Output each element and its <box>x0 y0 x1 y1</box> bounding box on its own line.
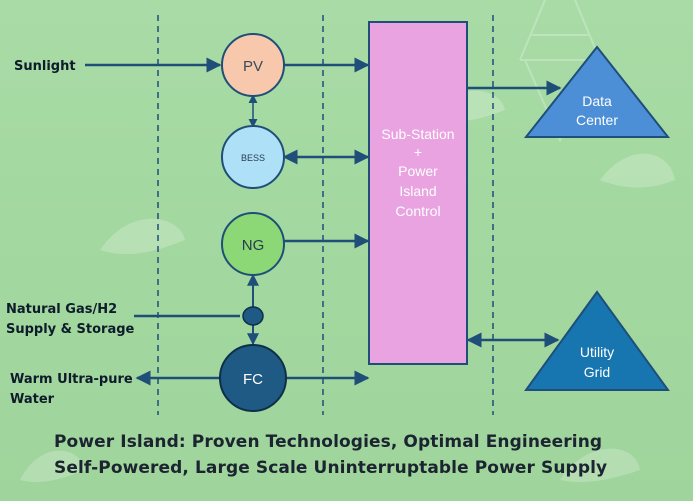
gas-supply-label-line1: Natural Gas/H2 <box>6 302 117 317</box>
fc-node: FC <box>219 344 287 412</box>
connectors <box>85 57 562 386</box>
utility-grid-label-line1: Utility <box>580 344 614 360</box>
substation-label-line1: Sub-Station <box>381 126 454 142</box>
leaf-icon <box>560 448 640 482</box>
substation-label-line4: Island <box>399 183 436 199</box>
fc-label: FC <box>243 371 263 388</box>
tower-outline-icon <box>519 0 601 143</box>
caption-line2: Self-Powered, Large Scale Uninterruptabl… <box>54 458 608 478</box>
ng-node: NG <box>221 212 285 276</box>
gas-supply-label-line2: Supply & Storage <box>6 322 135 337</box>
bess-node: BESS <box>221 125 285 189</box>
pv-label: PV <box>243 58 263 75</box>
substation-label-line5: Control <box>395 203 440 219</box>
data-center-node: Data Center <box>523 45 671 138</box>
substation-label-line2: + <box>414 144 422 160</box>
leaf-icon <box>20 450 85 482</box>
water-label-line1: Warm Ultra-pure <box>10 372 133 387</box>
water-label-line2: Water <box>10 392 55 407</box>
data-center-label-line1: Data <box>582 93 612 109</box>
bess-label: BESS <box>241 153 265 163</box>
leaf-icon <box>600 153 675 188</box>
substation-label-line3: Power <box>398 163 438 179</box>
caption-line1: Power Island: Proven Technologies, Optim… <box>54 432 603 452</box>
leaf-icon <box>100 218 185 255</box>
utility-grid-node: Utility Grid <box>524 290 670 391</box>
pv-node: PV <box>221 33 285 97</box>
utility-grid-label-line2: Grid <box>584 364 610 380</box>
background-decoration <box>20 90 675 482</box>
substation-box: Sub-Station + Power Island Control <box>368 21 468 365</box>
gas-junction-node <box>242 306 264 326</box>
data-center-label-line2: Center <box>576 112 618 128</box>
sunlight-label: Sunlight <box>14 59 76 74</box>
ng-label: NG <box>242 237 265 254</box>
